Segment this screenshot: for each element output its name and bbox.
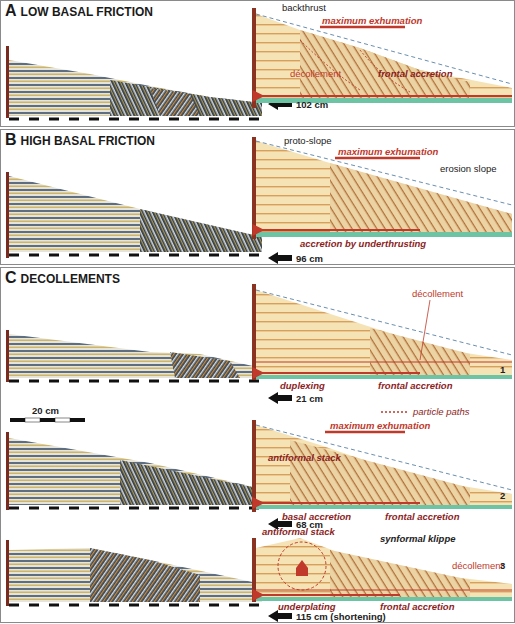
- annotation-label: backthrust: [282, 2, 326, 13]
- annotation-label: frontal accretion: [380, 601, 454, 612]
- panel-heading: C DECOLLEMENTS: [5, 269, 120, 287]
- annotation-label: erosion slope: [440, 163, 497, 174]
- legend-line-sample: [380, 408, 410, 416]
- panel-title: LOW BASAL FRICTION: [21, 5, 153, 19]
- annotation-label: décollement: [290, 68, 341, 79]
- annotation-label: 2: [500, 490, 505, 501]
- legend-entry: particle paths: [380, 406, 470, 417]
- panel-letter: B: [5, 131, 17, 148]
- panel-title: DECOLLEMENTS: [21, 272, 120, 286]
- annotation-label: 102 cm: [296, 99, 328, 110]
- annotation-label: synformal klippe: [380, 533, 456, 544]
- annotation-label: accretion by underthrusting: [300, 238, 426, 249]
- panel-letter: C: [5, 269, 17, 286]
- panel-heading: A LOW BASAL FRICTION: [5, 2, 153, 20]
- panel-title: HIGH BASAL FRICTION: [21, 134, 155, 148]
- annotation-label: antiformal stack: [268, 452, 341, 463]
- annotation-label: frontal accretion: [378, 380, 452, 391]
- legend-text: particle paths: [413, 406, 470, 417]
- annotation-label: 1: [500, 364, 505, 375]
- annotation-label: duplexing: [280, 380, 325, 391]
- annotation-label: proto-slope: [284, 135, 332, 146]
- annotation-label: maximum exhumation: [338, 146, 438, 157]
- annotation-label: 96 cm: [296, 253, 323, 264]
- annotation-label: frontal accretion: [378, 68, 452, 79]
- panel-box: C DECOLLEMENTS: [0, 267, 515, 623]
- annotation-label: 20 cm: [32, 405, 59, 416]
- panel-heading: B HIGH BASAL FRICTION: [5, 131, 155, 149]
- annotation-label: underplating: [278, 601, 336, 612]
- annotation-label: décollement: [412, 288, 463, 299]
- annotation-label: frontal accretion: [385, 511, 459, 522]
- annotation-label: maximum exhumation: [330, 420, 430, 431]
- annotation-label: 115 cm (shortening): [296, 611, 386, 622]
- panel-box: A LOW BASAL FRICTION: [0, 0, 515, 127]
- annotation-label: antiformal stack: [262, 526, 335, 537]
- annotation-label: 3: [500, 560, 505, 571]
- panel-letter: A: [5, 2, 17, 19]
- annotation-label: décollement: [452, 560, 503, 571]
- annotation-label: 21 cm: [296, 393, 323, 404]
- annotation-label: maximum exhumation: [322, 15, 422, 26]
